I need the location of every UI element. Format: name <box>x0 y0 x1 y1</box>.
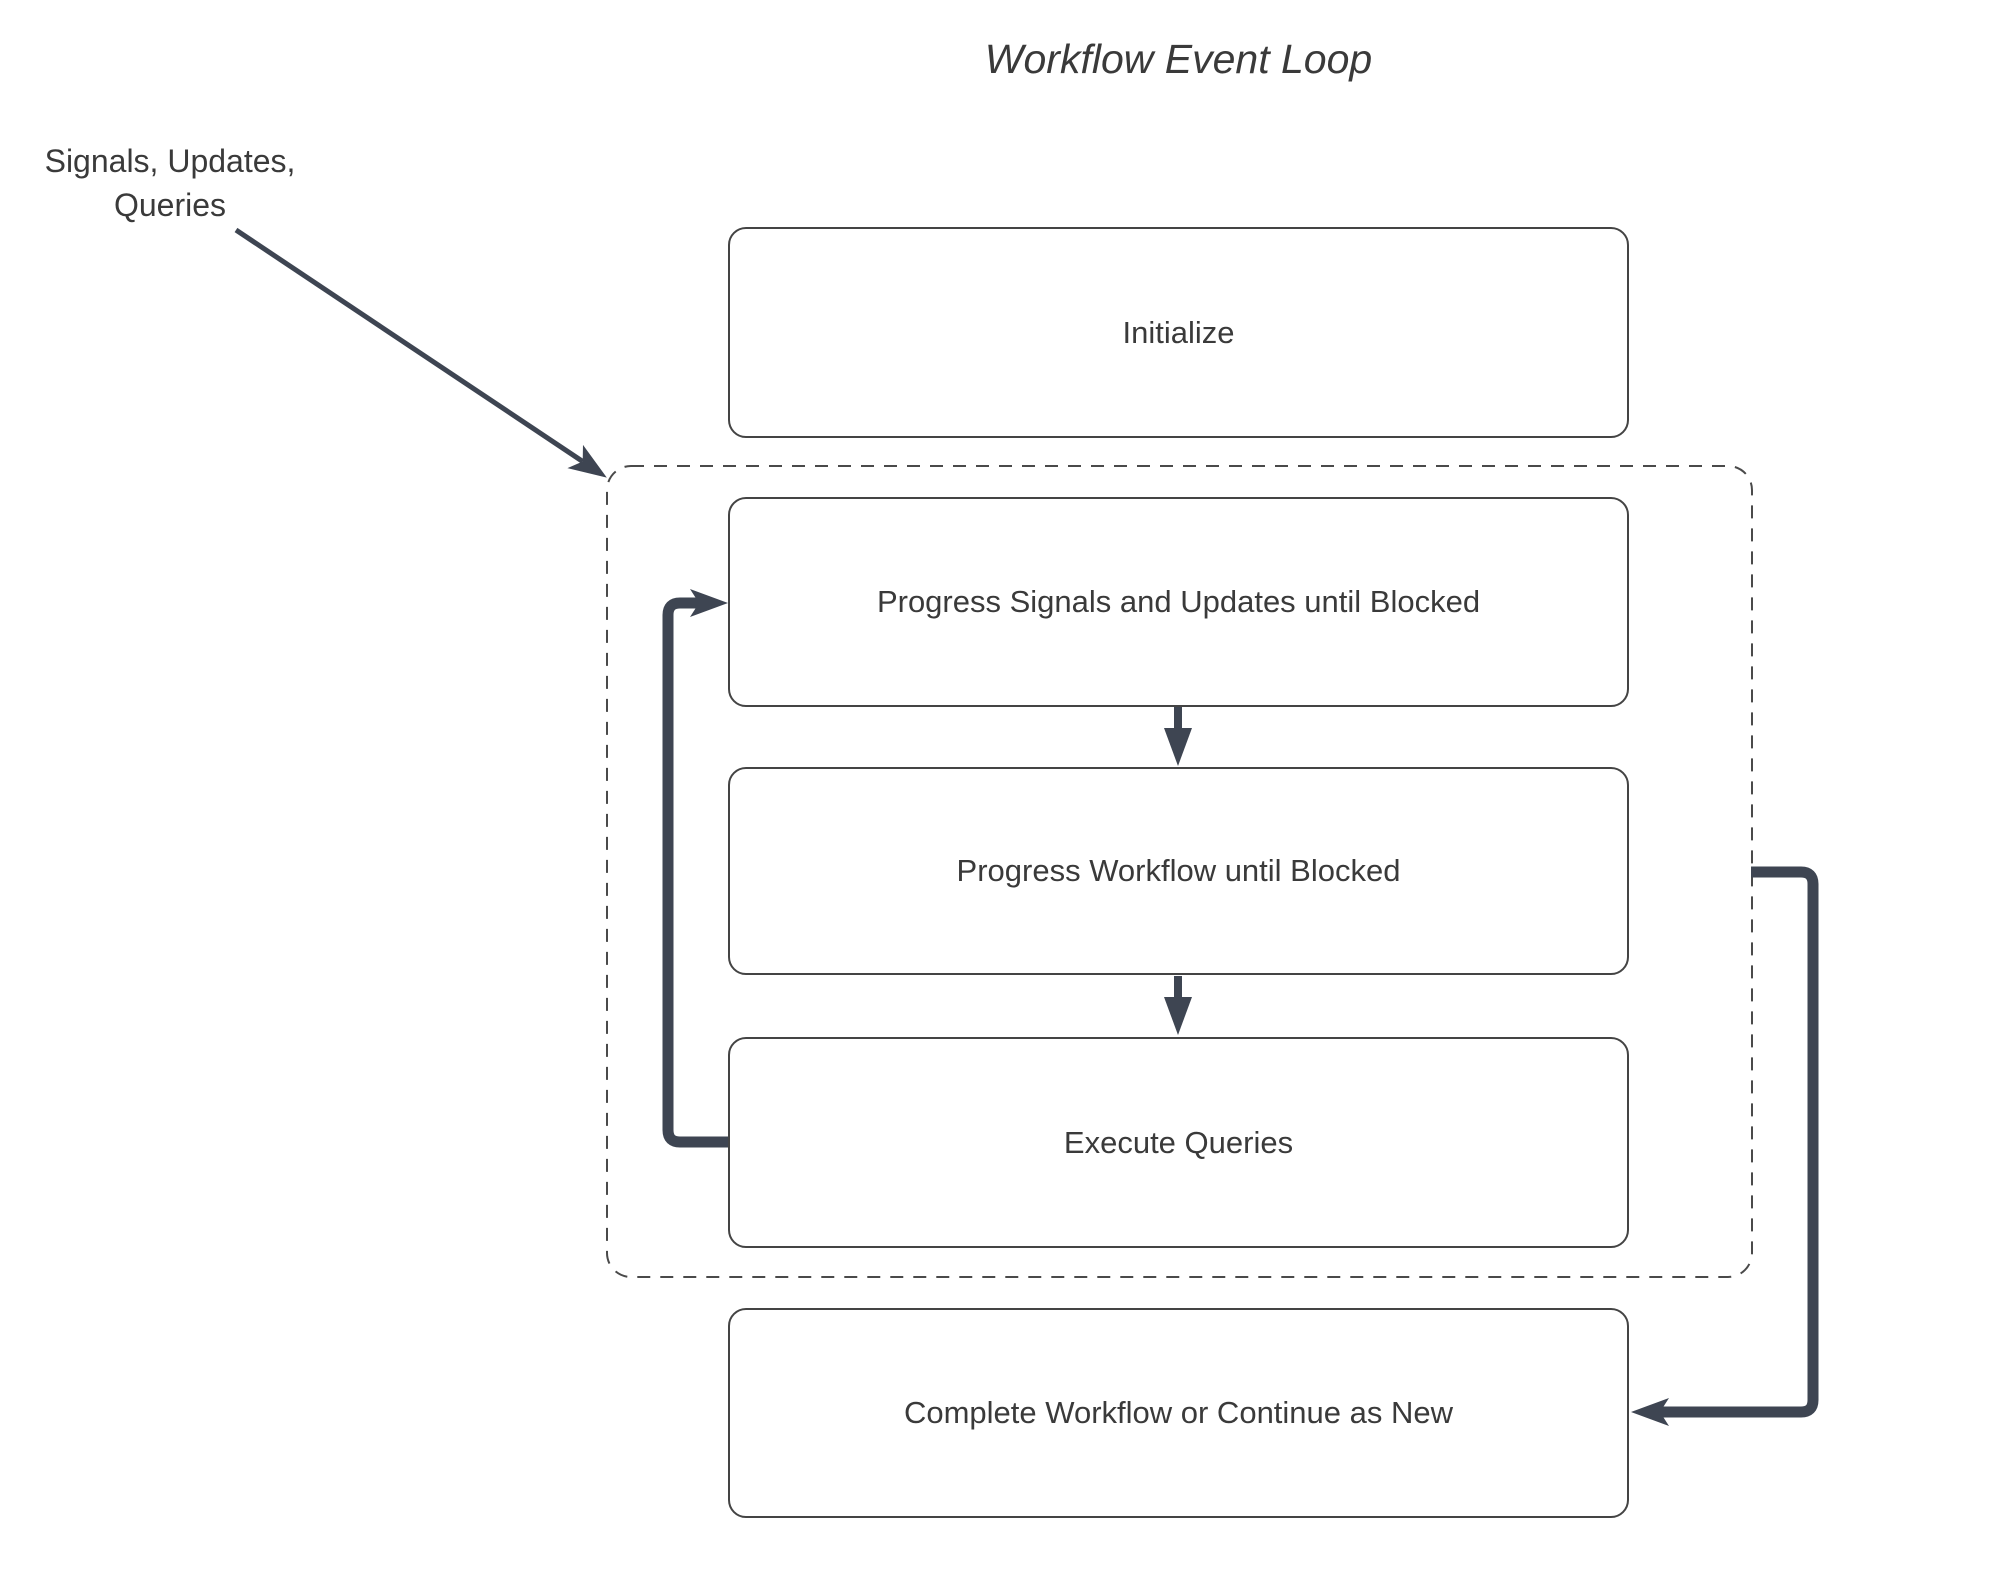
node-complete-label: Complete Workflow or Continue as New <box>903 1395 1454 1430</box>
node-execute-queries-label: Execute Queries <box>1063 1124 1294 1160</box>
node-progress-signals: Progress Signals and Updates until Block… <box>728 497 1629 707</box>
node-complete: Complete Workflow or Continue as New <box>728 1308 1629 1518</box>
node-progress-signals-label: Progress Signals and Updates until Block… <box>876 584 1481 619</box>
inputs-label-line1: Signals, Updates, <box>44 143 296 179</box>
node-progress-workflow: Progress Workflow until Blocked <box>728 767 1629 975</box>
inputs-label: Signals, Updates, Queries <box>20 139 320 227</box>
arrow-loop-to-complete <box>1631 866 1819 1426</box>
signals-input-arrow <box>234 227 607 478</box>
inputs-label-line2: Queries <box>113 187 227 223</box>
arrow-queries-loop-back <box>662 589 728 1148</box>
node-initialize-label: Initialize <box>1122 314 1235 350</box>
arrow-workflow-to-queries-head <box>1164 997 1192 1035</box>
node-execute-queries: Execute Queries <box>728 1037 1629 1248</box>
arrow-signals-to-workflow-head <box>1164 728 1192 766</box>
diagram-title: Workflow Event Loop <box>984 36 1373 82</box>
node-progress-workflow-label: Progress Workflow until Blocked <box>956 853 1401 888</box>
node-initialize: Initialize <box>728 227 1629 438</box>
